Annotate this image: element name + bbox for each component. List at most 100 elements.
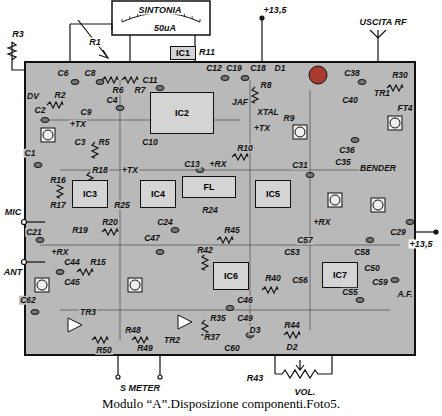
part-label: TR1 bbox=[373, 89, 391, 98]
part-label: C31 bbox=[291, 161, 309, 170]
part-label: +TX bbox=[69, 120, 87, 129]
trimmer bbox=[295, 127, 305, 137]
part-label: +RX bbox=[209, 160, 228, 169]
ic-chip: FL bbox=[182, 176, 236, 198]
part-label: C6 bbox=[57, 69, 70, 78]
capacitor bbox=[221, 76, 229, 81]
part-label: C58 bbox=[353, 248, 371, 257]
circuit-board bbox=[25, 62, 415, 355]
part-label: R8 bbox=[260, 81, 273, 90]
capacitor bbox=[34, 163, 42, 168]
resistor-symbol bbox=[92, 337, 108, 343]
meter-tick bbox=[184, 14, 185, 17]
resistor-symbol bbox=[217, 237, 233, 243]
capacitor bbox=[358, 80, 366, 85]
chip-label: IC7 bbox=[333, 270, 347, 280]
trimmer bbox=[371, 198, 385, 212]
part-label: C18 bbox=[249, 64, 267, 73]
part-label: D2 bbox=[286, 343, 299, 352]
part-label: R9 bbox=[283, 114, 296, 123]
transistor-symbol bbox=[68, 318, 82, 332]
capacitor bbox=[406, 220, 414, 225]
part-label: +TX bbox=[121, 166, 139, 175]
part-label: C11 bbox=[142, 76, 159, 85]
part-label: C36 bbox=[338, 146, 356, 155]
part-label: R50 bbox=[95, 346, 113, 355]
part-label: C49 bbox=[236, 314, 254, 323]
part-label: JAF bbox=[231, 98, 249, 107]
part-label: +13,5 bbox=[263, 6, 288, 15]
trimmer bbox=[390, 118, 400, 128]
capacitor bbox=[196, 168, 204, 173]
meter-tick bbox=[122, 19, 123, 22]
capacitor bbox=[116, 106, 124, 111]
chip-label: IC6 bbox=[224, 271, 238, 281]
capacitor bbox=[41, 118, 49, 123]
part-label: VOL. bbox=[293, 388, 316, 397]
part-label: R30 bbox=[391, 71, 409, 80]
part-label: C24 bbox=[156, 218, 174, 227]
component-bodies bbox=[31, 76, 414, 344]
part-label: TR3 bbox=[79, 308, 97, 317]
part-label: C55 bbox=[341, 288, 359, 297]
chip-label: IC4 bbox=[151, 189, 165, 199]
part-label: C29 bbox=[389, 228, 407, 237]
part-label: C38 bbox=[343, 69, 361, 78]
part-label: 50uA bbox=[153, 24, 177, 33]
part-label: C57 bbox=[296, 236, 314, 245]
part-label: +RX bbox=[51, 248, 70, 257]
tuning-meter bbox=[112, 1, 210, 62]
ic-chip: IC2 bbox=[150, 92, 214, 134]
capacitor bbox=[156, 250, 164, 255]
part-label: MIC bbox=[4, 208, 23, 217]
part-label: R48 bbox=[124, 326, 142, 335]
part-label: R35 bbox=[209, 314, 227, 323]
part-label: R43 bbox=[246, 374, 265, 383]
trimmer bbox=[388, 116, 402, 130]
part-label: DV bbox=[26, 92, 40, 101]
trimmer bbox=[41, 128, 55, 142]
resistor-symbol bbox=[102, 229, 118, 235]
part-label: C45 bbox=[63, 278, 81, 287]
part-label: C10 bbox=[141, 138, 159, 147]
capacitor bbox=[351, 138, 359, 143]
resistor-symbol bbox=[232, 154, 248, 160]
resistor-symbol bbox=[47, 102, 63, 108]
part-label: C1 bbox=[24, 149, 37, 158]
part-label: R1 bbox=[88, 38, 102, 47]
part-label: C47 bbox=[143, 234, 161, 243]
part-label: ANT bbox=[3, 268, 24, 277]
part-label: R49 bbox=[136, 344, 154, 353]
trimmer bbox=[43, 130, 53, 140]
capacitor bbox=[71, 80, 79, 85]
part-label: D1 bbox=[274, 64, 287, 73]
meter-tick bbox=[192, 16, 193, 19]
trimmer bbox=[373, 200, 383, 210]
resistor-symbol bbox=[202, 254, 208, 270]
part-label: C40 bbox=[341, 96, 359, 105]
part-label: C35 bbox=[334, 158, 352, 167]
part-label: C13 bbox=[183, 160, 201, 169]
trimmer bbox=[330, 195, 340, 205]
part-label: R7 bbox=[134, 86, 147, 95]
capacitor bbox=[391, 278, 399, 283]
part-label: +TX bbox=[253, 124, 271, 133]
part-label: R42 bbox=[196, 246, 214, 255]
part-label: C3 bbox=[74, 138, 87, 147]
chip-label: FL bbox=[204, 182, 215, 192]
part-label: C46 bbox=[236, 296, 254, 305]
ic-chip: IC1 bbox=[170, 46, 196, 60]
resistor-symbol bbox=[57, 182, 63, 198]
part-label: R2 bbox=[54, 91, 67, 100]
part-label: R5 bbox=[98, 138, 111, 147]
capacitor bbox=[56, 270, 64, 275]
part-label: S METER bbox=[119, 384, 161, 393]
part-label: C56 bbox=[291, 276, 309, 285]
capacitor bbox=[241, 76, 249, 81]
trimmer bbox=[328, 193, 342, 207]
part-label: C60 bbox=[223, 344, 241, 353]
part-label: C4 bbox=[106, 96, 119, 105]
capacitor bbox=[36, 238, 44, 243]
capacitor bbox=[226, 306, 234, 311]
capacitor bbox=[156, 86, 164, 91]
